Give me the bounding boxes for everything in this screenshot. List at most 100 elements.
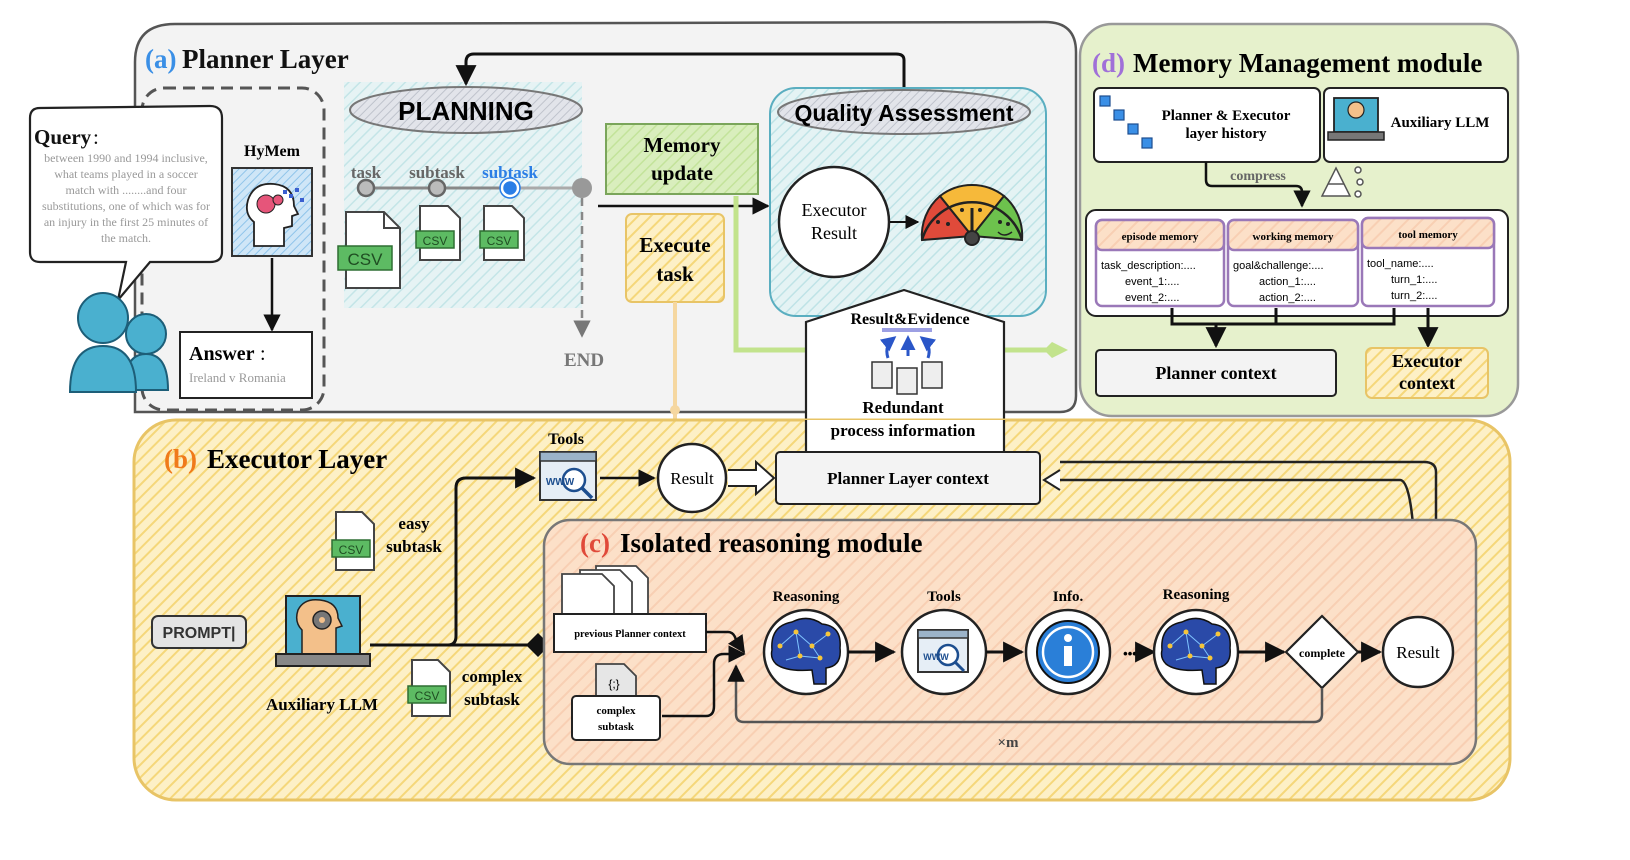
isolated-title: Isolated reasoning module — [620, 528, 923, 558]
continuation-dots: ••• — [1123, 646, 1137, 661]
easy-subtask-line2: subtask — [386, 537, 442, 556]
svg-text:CSV: CSV — [423, 234, 448, 248]
web-search-icon: WWW — [539, 451, 597, 501]
svg-text:the match.: the match. — [101, 231, 151, 245]
executor-letter: (b) — [164, 444, 197, 474]
isolated-tools-label: Tools — [927, 589, 961, 605]
info-label: Info. — [1053, 589, 1084, 605]
csv-file-icon: CSV — [415, 205, 461, 261]
svg-text:CSV: CSV — [415, 689, 440, 703]
neural-brain-icon — [1160, 617, 1231, 685]
prompt-label: PROMPT| — [163, 625, 236, 642]
working-line: action_2:.... — [1259, 292, 1316, 304]
current-subtask-node — [500, 178, 520, 198]
planner-title: Planner Layer — [182, 44, 349, 74]
reasoning2-label: Reasoning — [1163, 587, 1230, 603]
prompt-badge — [151, 615, 247, 649]
tool-line: turn_1:.... — [1391, 274, 1437, 286]
svg-text:CSV: CSV — [487, 234, 512, 248]
svg-text:WWW: WWW — [923, 652, 949, 662]
executor-result-line1: Executor — [802, 200, 867, 220]
quality-ellipse — [777, 89, 1031, 135]
history-line2: layer history — [1186, 126, 1267, 142]
pyramid-icon — [1320, 166, 1364, 198]
answer-box — [179, 331, 313, 399]
history-line1: Planner & Executor — [1162, 108, 1291, 124]
isolated-letter: (c) — [580, 528, 610, 558]
isolated-complex-subtask-box — [571, 695, 661, 741]
svg-text:WWW: WWW — [546, 477, 575, 488]
info-icon — [1036, 620, 1100, 684]
executor-title: Executor Layer — [207, 444, 387, 474]
query-bubble — [28, 104, 224, 301]
csv-file-icon: CSV — [407, 659, 451, 717]
end-label: END — [564, 350, 604, 371]
memory-update-line2: update — [651, 161, 713, 185]
episode-line: task_description:.... — [1101, 260, 1196, 272]
planning-label: PLANNING — [398, 96, 534, 126]
brain-head-icon — [231, 167, 313, 257]
evidence-line1: Redundant — [862, 398, 944, 417]
hymem-frame — [140, 86, 326, 412]
tool-line: turn_2:.... — [1391, 290, 1437, 302]
query-colon: : — [93, 125, 99, 149]
planner-layer-context-box — [775, 451, 1041, 505]
svg-text:CSV: CSV — [348, 250, 384, 269]
user-icon — [68, 292, 170, 393]
executor-result-line2: Result — [811, 223, 857, 243]
task-node — [356, 178, 376, 198]
result-to-context-arrow — [728, 459, 776, 497]
working-memory-title: working memory — [1253, 231, 1334, 243]
complex-subtask-line1: complex — [462, 667, 523, 686]
executor-context-line1: Executor — [1392, 351, 1462, 371]
memory-update-diamond — [1044, 342, 1068, 358]
flowchart-icon — [1099, 95, 1153, 149]
executor-result-label: Result — [670, 469, 714, 488]
csv-file-icon: CSV — [479, 205, 525, 261]
compress-arrow — [1204, 162, 1311, 208]
tool-line: tool_name:.... — [1367, 258, 1434, 270]
planner-layer-context-label: Planner Layer context — [827, 469, 989, 488]
code-file-icon: {;} — [595, 663, 637, 701]
query-text: between 1990 and 1994 inclusive, what te… — [42, 151, 210, 245]
planner-letter: (a) — [145, 44, 176, 74]
step-subtask: subtask — [409, 163, 465, 182]
context-to-reasoning-arrow — [706, 630, 746, 654]
laptop-gear-icon — [1327, 97, 1385, 141]
previous-planner-context-label: previous Planner context — [574, 629, 686, 640]
query-label: Query — [34, 125, 92, 149]
isolated-complex-line1: complex — [596, 705, 636, 717]
memory-letter: (d) — [1092, 48, 1125, 78]
web-search-icon: WWW — [917, 629, 969, 673]
easy-subtask-line1: easy — [398, 514, 430, 533]
memory-aux-llm-label: Auxiliary LLM — [1391, 115, 1490, 131]
executor-result-node — [656, 442, 728, 514]
memory-context-connectors — [1170, 308, 1439, 349]
executor-context-box — [1365, 347, 1489, 399]
planner-context-label: Planner context — [1155, 363, 1276, 383]
svg-text:{;}: {;} — [608, 677, 619, 691]
previous-planner-context-box — [553, 613, 707, 653]
answer-colon: : — [260, 343, 266, 365]
return-arrow-inner — [1060, 460, 1438, 630]
neural-brain-icon — [770, 617, 841, 685]
svg-text:CSV: CSV — [339, 543, 364, 557]
subtask-to-reasoning-arrow — [662, 645, 746, 718]
complete-label: complete — [1299, 646, 1346, 660]
execute-task-line2: task — [656, 262, 694, 286]
working-line: goal&challenge:.... — [1233, 260, 1324, 272]
executor-context-line2: context — [1399, 373, 1455, 393]
planning-ellipse — [349, 86, 583, 134]
feedback-arrow — [455, 52, 906, 88]
episode-line: event_1:.... — [1125, 276, 1179, 288]
tool-memory-title: tool memory — [1398, 229, 1458, 241]
step-task: task — [351, 163, 382, 182]
planner-context-box — [1095, 349, 1337, 397]
satisfaction-gauge-icon — [920, 183, 1024, 246]
memory-update-line1: Memory — [644, 133, 721, 157]
loop-back-arrow — [727, 664, 1324, 724]
svg-text:between 1990 and 1994 inclusiv: between 1990 and 1994 inclusive, — [44, 151, 208, 165]
answer-value: Ireland v Romania — [189, 370, 286, 385]
execute-task-box — [625, 213, 725, 303]
